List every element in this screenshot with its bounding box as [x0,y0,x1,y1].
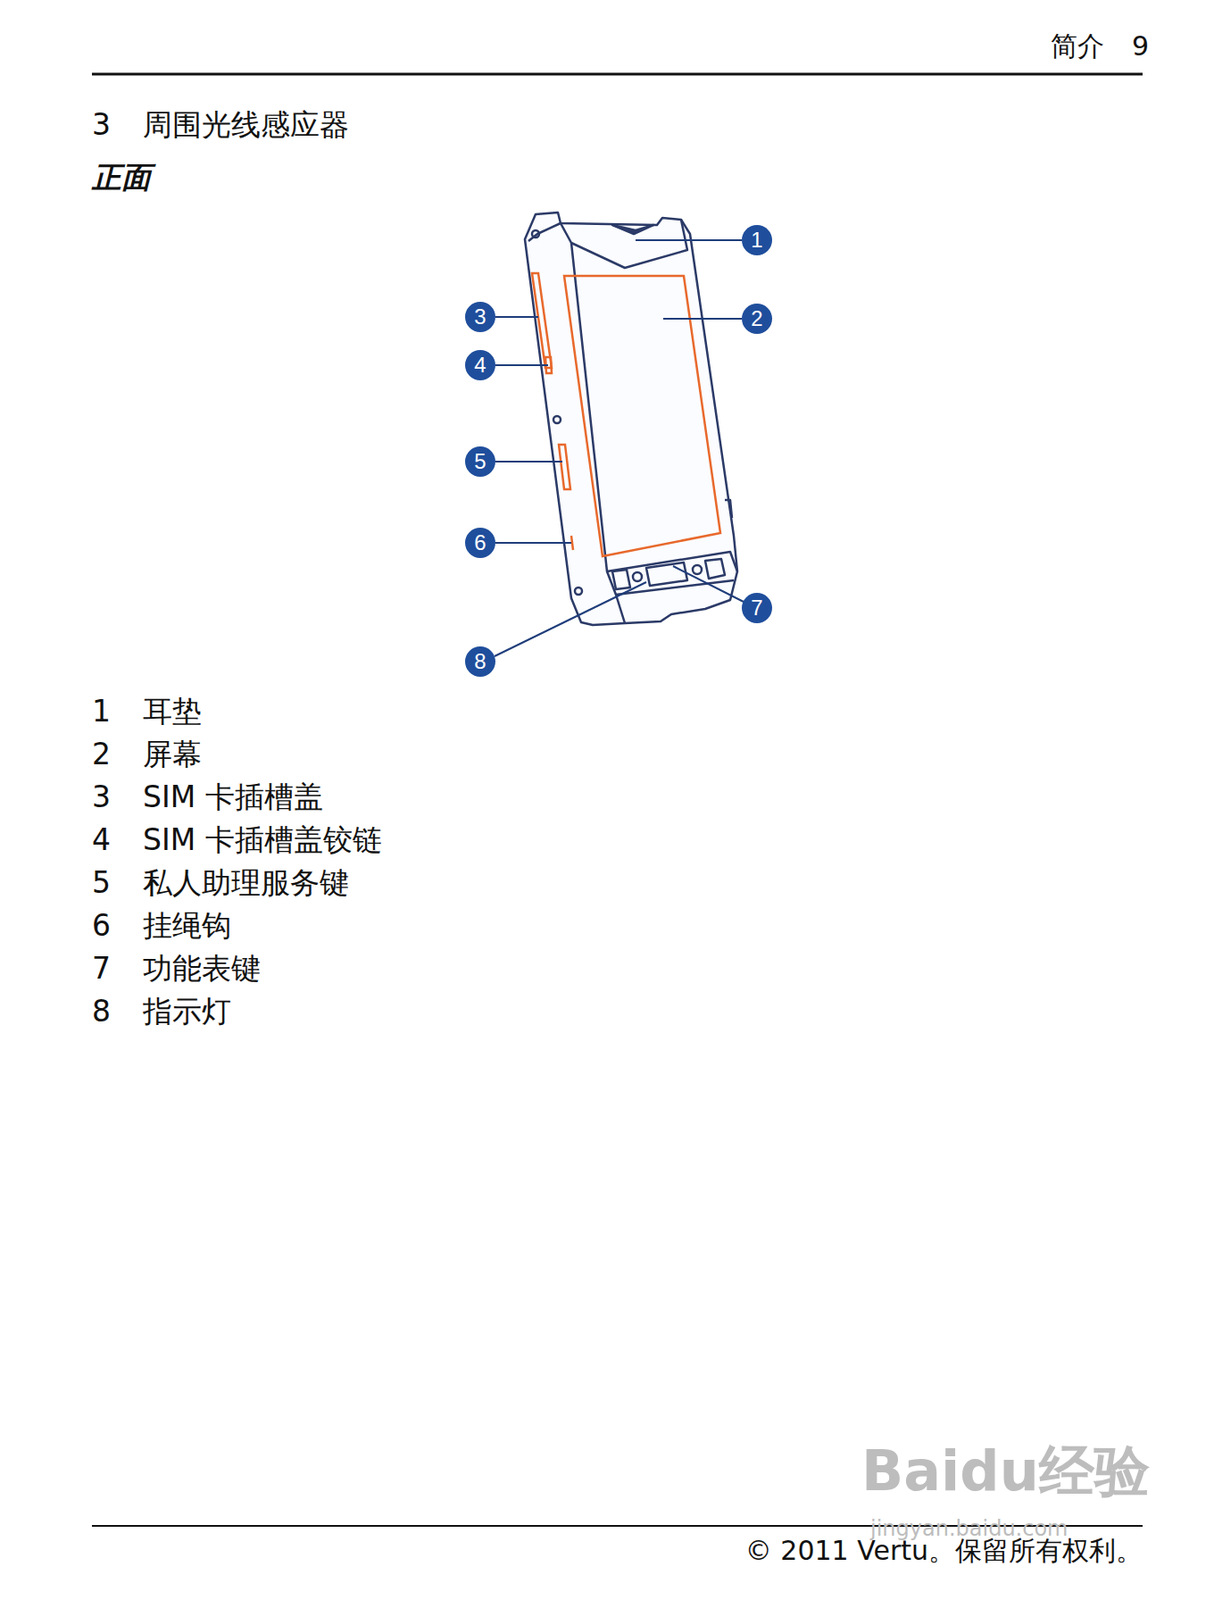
copyright: © 2011 Vertu。保留所有权利。 [745,1534,1143,1567]
header-rule [91,73,1143,76]
assistant-key [558,444,571,490]
text-label: 指示灯 [142,993,232,1030]
text-label: 4 [91,822,111,858]
text-label: 3 [91,107,111,143]
callout-number: 3 [465,301,496,333]
callout-number: 2 [741,303,773,334]
text-label: 屏幕 [142,736,202,773]
text-label: 2 [91,736,111,773]
watermark: Baidu经验 [861,1438,1150,1505]
orange-details [532,273,721,557]
callout-number: 6 [465,527,496,558]
text-label: 9 [1131,30,1149,63]
callout-number: 5 [465,446,496,477]
text-label: 挂绳钩 [142,907,232,944]
text-label: 1 [91,693,111,730]
text-label: SIM 卡插槽盖铰链 [142,822,383,858]
leader-lines [494,240,744,657]
text-label: 耳垫 [142,693,202,730]
callout-number: 1 [741,224,773,256]
text-label: 8 [91,993,111,1030]
text-label: SIM 卡插槽盖 [142,779,324,815]
text-label: 3 [91,779,111,815]
text-label: 私人助理服务键 [142,864,350,901]
callout-number: 8 [465,646,496,677]
text-label: 周围光线感应器 [142,107,350,143]
callout-number: 7 [741,592,773,624]
lanyard-hook [571,535,574,550]
text-label: 简介 [1050,30,1105,63]
text-label: 5 [91,864,111,901]
phone-body [524,212,738,625]
callout-number: 4 [465,349,496,381]
sim-cover [532,273,552,368]
section-heading: 正面 [91,159,151,196]
text-label: 7 [91,950,111,987]
text-label: 6 [91,907,111,944]
text-label: 功能表键 [142,950,261,987]
